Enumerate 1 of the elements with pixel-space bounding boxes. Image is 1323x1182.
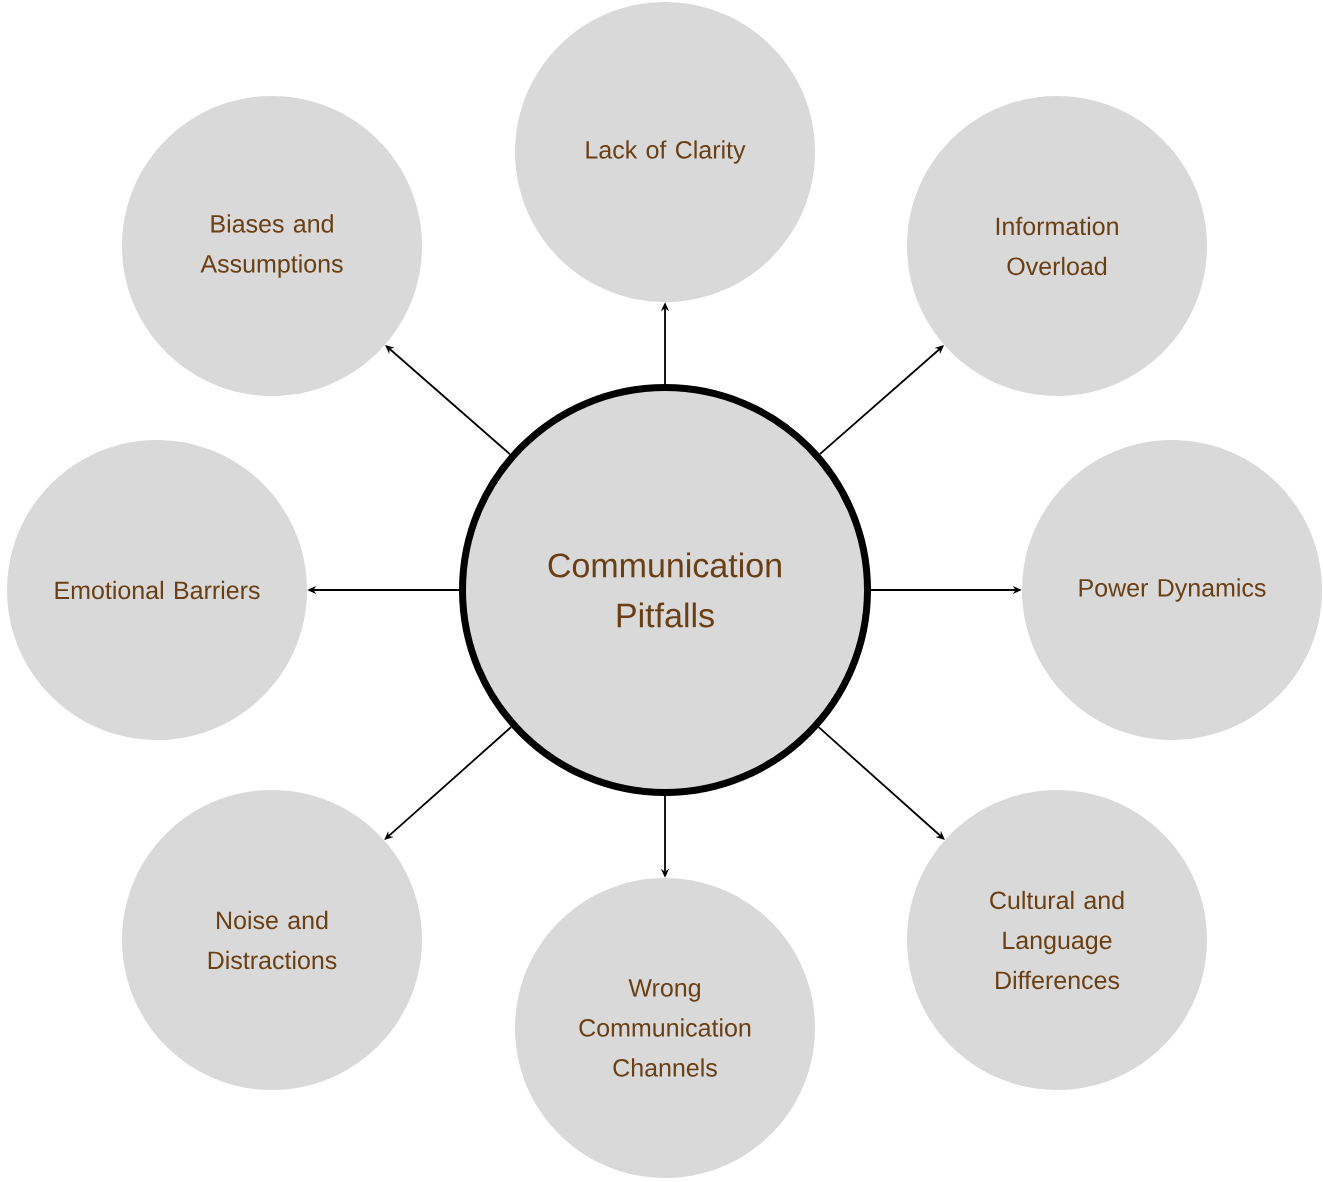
arrow [817,726,945,840]
